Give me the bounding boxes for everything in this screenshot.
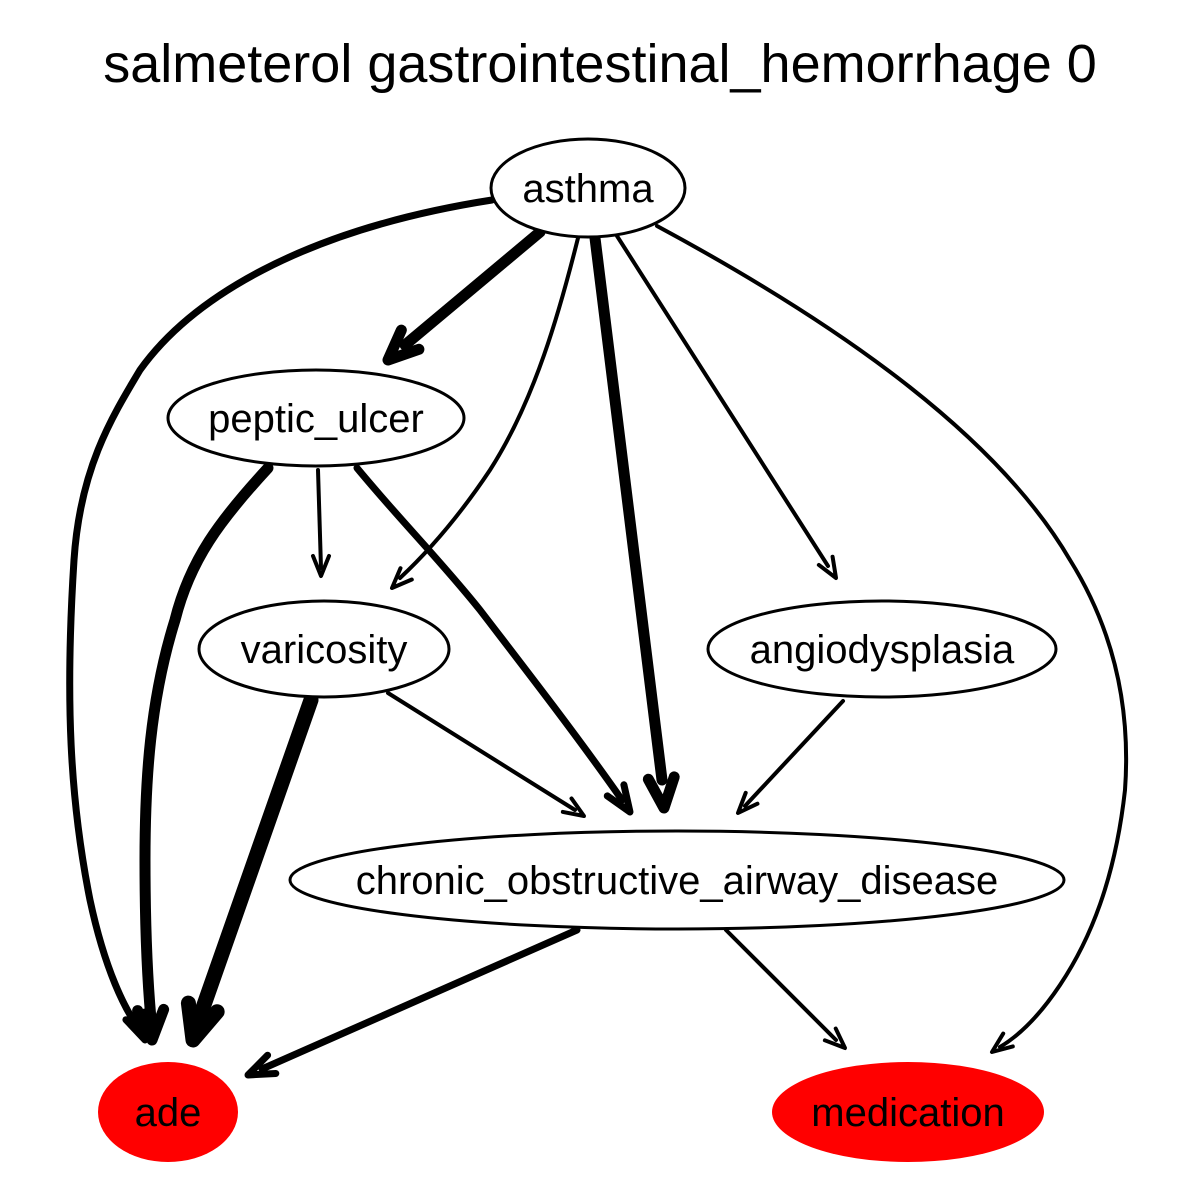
arrowhead — [603, 781, 634, 816]
node-label: asthma — [522, 167, 654, 211]
arrowhead — [642, 771, 680, 814]
edge-angiodysplasia-to-chronic_obstructive_airway_disease — [736, 699, 845, 815]
node-label: medication — [811, 1091, 1004, 1135]
edge-line — [139, 462, 274, 1036]
edge-line — [743, 699, 845, 808]
edge-asthma-to-peptic_ulcer — [382, 226, 546, 366]
edge-line — [398, 236, 580, 580]
edges-layer — [66, 196, 1129, 1079]
node-medication: medication — [772, 1062, 1044, 1162]
arrowhead — [244, 1051, 280, 1079]
edge-line — [655, 224, 1129, 1049]
arrowhead — [816, 554, 838, 580]
nodes-layer: asthma peptic_ulcer varicosity angiodysplas… — [98, 137, 1066, 1162]
node-shape — [706, 599, 1058, 699]
edge-varicosity-to-chronic_obstructive_airway_disease — [386, 691, 586, 818]
node-angiodysplasia: angiodysplasia — [706, 599, 1058, 699]
edge-varicosity-to-ade — [180, 692, 319, 1048]
arrowhead — [180, 995, 225, 1048]
node-shape — [772, 1062, 1044, 1162]
edge-line — [353, 464, 626, 804]
edge-line — [724, 928, 838, 1042]
edge-asthma-to-angiodysplasia — [615, 234, 838, 580]
node-peptic_ulcer: peptic_ulcer — [166, 368, 466, 468]
arrowhead — [382, 324, 425, 366]
node-asthma: asthma — [489, 137, 687, 239]
node-shape — [197, 599, 451, 699]
node-label: varicosity — [241, 628, 408, 672]
arrowhead — [990, 1031, 1015, 1054]
graph-title: salmeterol gastrointestinal_hemorrhage 0 — [103, 34, 1097, 94]
node-shape — [166, 368, 466, 468]
node-label: peptic_ulcer — [208, 397, 424, 441]
node-shape — [288, 829, 1066, 931]
edge-peptic_ulcer-to-chronic_obstructive_airway_disease — [353, 464, 634, 816]
edge-line — [399, 226, 546, 351]
edge-line — [386, 691, 577, 812]
node-ade: ade — [98, 1062, 238, 1162]
arrowhead — [560, 796, 586, 818]
arrowhead — [736, 790, 760, 815]
edge-chronic_obstructive_airway_disease-to-medication — [724, 928, 847, 1050]
edge-asthma-to-medication — [655, 224, 1129, 1054]
arrowhead — [390, 566, 414, 590]
node-shape — [98, 1062, 238, 1162]
arrowhead — [311, 554, 331, 578]
arrowhead — [822, 1026, 847, 1050]
node-varicosity: varicosity — [197, 599, 451, 699]
edge-line — [66, 196, 496, 1034]
node-label: chronic_obstructive_airway_disease — [356, 859, 999, 903]
edge-asthma-to-varicosity — [390, 236, 580, 590]
node-label: ade — [135, 1091, 202, 1135]
edge-line — [190, 692, 319, 1030]
node-chronic_obstructive_airway_disease: chronic_obstructive_airway_disease — [288, 829, 1066, 931]
edge-line — [615, 234, 830, 568]
arrowhead — [132, 1003, 170, 1046]
edge-line — [589, 232, 668, 786]
edge-line — [258, 926, 581, 1073]
edge-chronic_obstructive_airway_disease-to-ade — [244, 926, 581, 1079]
edge-asthma-to-chronic_obstructive_airway_disease — [589, 232, 680, 814]
edge-peptic_ulcer-to-ade — [132, 462, 274, 1046]
node-shape — [489, 137, 687, 239]
edge-peptic_ulcer-to-varicosity — [311, 468, 331, 578]
edge-line — [316, 468, 323, 570]
node-label: angiodysplasia — [750, 628, 1015, 672]
